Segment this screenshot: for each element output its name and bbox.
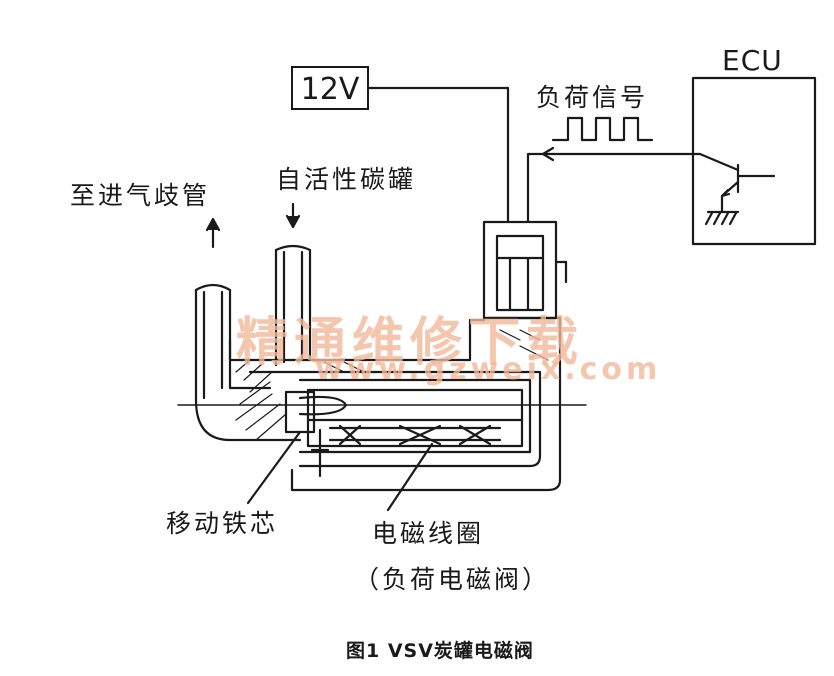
- ground-symbol: [704, 210, 740, 226]
- figure-caption: 图1 VSV炭罐电磁阀: [346, 640, 534, 662]
- moving-core-leader: [246, 430, 302, 505]
- power-supply-label: 12V: [291, 66, 369, 110]
- canister-label: 自活性碳罐: [276, 165, 417, 194]
- canister-tube: [274, 244, 312, 367]
- signal-arrow: [541, 146, 555, 162]
- solenoid-coil-label: 电磁线圈: [372, 519, 485, 548]
- ecu-label: ECU: [722, 44, 783, 77]
- solenoid-coil-leader: [386, 442, 434, 512]
- watermark-text: 精通维修下载: [236, 312, 585, 373]
- intake-manifold-label: 至进气歧管: [70, 181, 211, 210]
- pulse-waveform: [551, 116, 654, 142]
- watermark-url: www.gzweix.com: [315, 352, 662, 387]
- seal-hatch: [235, 329, 549, 441]
- power-wire: [367, 86, 510, 224]
- transistor-symbol: [698, 152, 776, 214]
- load-signal-label: 负荷信号: [536, 83, 649, 112]
- valve-body: [228, 316, 562, 492]
- load-solenoid-valve-label: （负荷电磁阀）: [354, 565, 551, 594]
- canister-arrow: [285, 202, 301, 229]
- moving-core-label: 移动铁芯: [166, 509, 279, 538]
- signal-wire: [526, 152, 702, 224]
- intake-tube: [194, 283, 302, 442]
- intake-arrow: [205, 217, 221, 249]
- ecu-box: [691, 76, 817, 246]
